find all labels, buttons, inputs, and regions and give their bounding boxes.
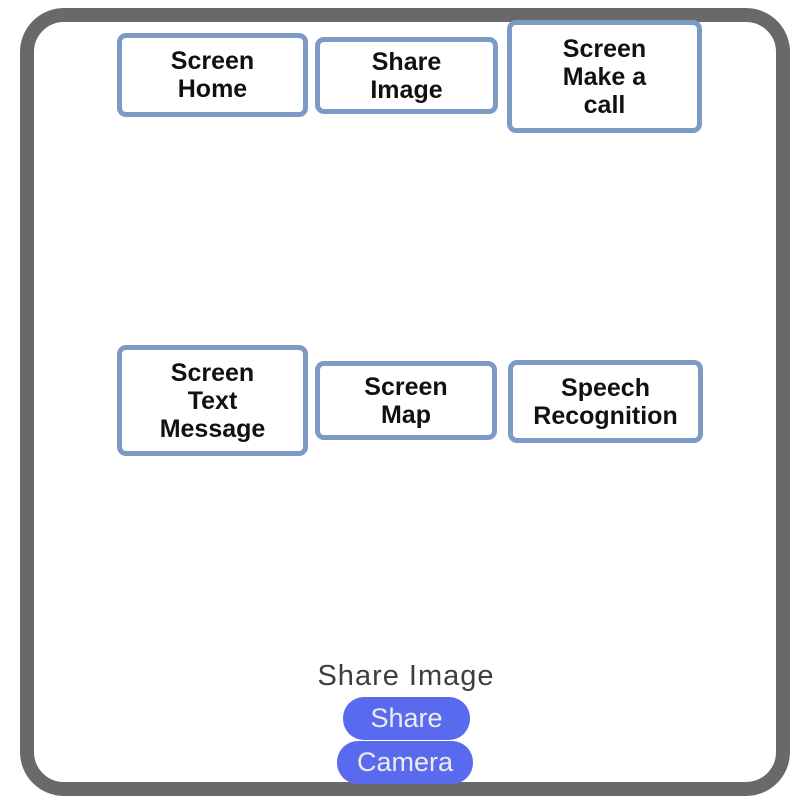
share-image-caption: Share Image — [317, 660, 495, 692]
camera-button[interactable]: Camera — [337, 741, 473, 784]
share-button[interactable]: Share — [343, 697, 470, 740]
button-screen-home[interactable]: Screen Home — [117, 33, 308, 117]
button-screen-text-message[interactable]: Screen Text Message — [117, 345, 308, 456]
button-screen-make-a-call[interactable]: Screen Make a call — [507, 20, 702, 133]
button-share-image-screen[interactable]: Share Image — [315, 37, 498, 114]
button-screen-map[interactable]: Screen Map — [315, 361, 497, 440]
button-speech-recognition[interactable]: Speech Recognition — [508, 360, 703, 443]
